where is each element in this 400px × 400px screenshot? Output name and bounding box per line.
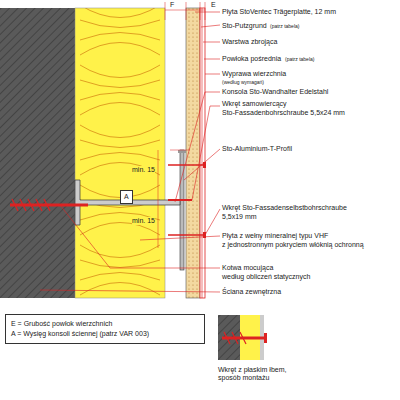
part-label: Wyprawa wierzchnia — [222, 70, 286, 78]
part-label: (patrz tabela) — [285, 55, 314, 63]
node-text: E = Grubość powłok wierzchnich — [11, 319, 199, 329]
part-label: Wkręt z płaskim łbem, sposób montażu — [218, 366, 298, 382]
node-text: A = Wysięg konsoli ściennej (patrz VAR 0… — [11, 329, 199, 339]
legend-box: E = Grubość powłok wierzchnichA = Wysięg… — [5, 314, 205, 344]
part-label: Powłoka pośrednia — [222, 55, 281, 63]
part-label: Wkręt Sto-Fassadenselbstbohrschraube — [222, 204, 347, 212]
node-text: A — [124, 192, 129, 202]
part-label: według obliczeń statycznych — [222, 273, 310, 281]
part-label: Warstwa zbrojąca — [222, 38, 277, 46]
part-label: Płyta StoVentec Trägerplatte, 12 mm — [222, 8, 336, 16]
part-label: min. 15 — [132, 166, 155, 174]
part-label: Sto-Fassadenbohrschraube 5,5x24 mm — [222, 109, 345, 117]
part-label: min. 15 — [132, 217, 155, 225]
part-label: (patrz tabela) — [270, 22, 299, 30]
part-label: Płyta z wełny mineralnej typu VHF — [222, 232, 328, 240]
part-label: Kotwa mocująca — [222, 264, 273, 272]
part-label: 5,5x19 mm — [222, 213, 257, 221]
part-label: Konsola Sto-Wandhalter Edelstahl — [222, 88, 328, 96]
part-label: F — [170, 1, 174, 9]
dimension-box: A — [120, 190, 133, 204]
part-label: E — [211, 1, 216, 9]
part-label: (według wymagań) — [222, 78, 264, 86]
part-label: Wkręt samowiercący — [222, 100, 287, 108]
part-label: Sto-Putzgrund — [222, 22, 267, 30]
part-label: Ściana zewnętrzna — [222, 288, 281, 296]
part-label: z jednostronnym pokryciem włóknią ochron… — [222, 241, 364, 249]
part-label: Sto-Aluminium-T-Profil — [222, 145, 292, 153]
